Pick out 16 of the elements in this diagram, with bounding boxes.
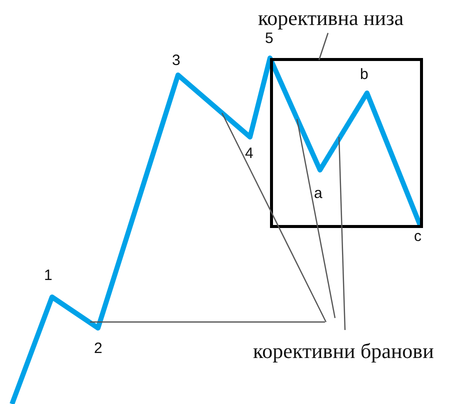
wave-number: c xyxy=(414,229,422,245)
leader-line xyxy=(338,136,346,330)
wave-number: 2 xyxy=(94,341,102,357)
wave-number: a xyxy=(314,186,322,202)
wave-number: 1 xyxy=(44,268,52,284)
leader-line xyxy=(318,32,329,60)
callout-text: корективни бранови xyxy=(253,339,434,363)
wave-number: 3 xyxy=(172,53,180,69)
wave-number: b xyxy=(360,67,368,83)
leader-line xyxy=(221,112,327,322)
leader-line xyxy=(296,118,336,318)
callout-text: корективна низа xyxy=(258,6,404,30)
leader-line xyxy=(90,321,325,323)
wave-number: 4 xyxy=(245,146,254,162)
frame-box xyxy=(270,58,423,228)
wave-number: 5 xyxy=(265,31,274,47)
